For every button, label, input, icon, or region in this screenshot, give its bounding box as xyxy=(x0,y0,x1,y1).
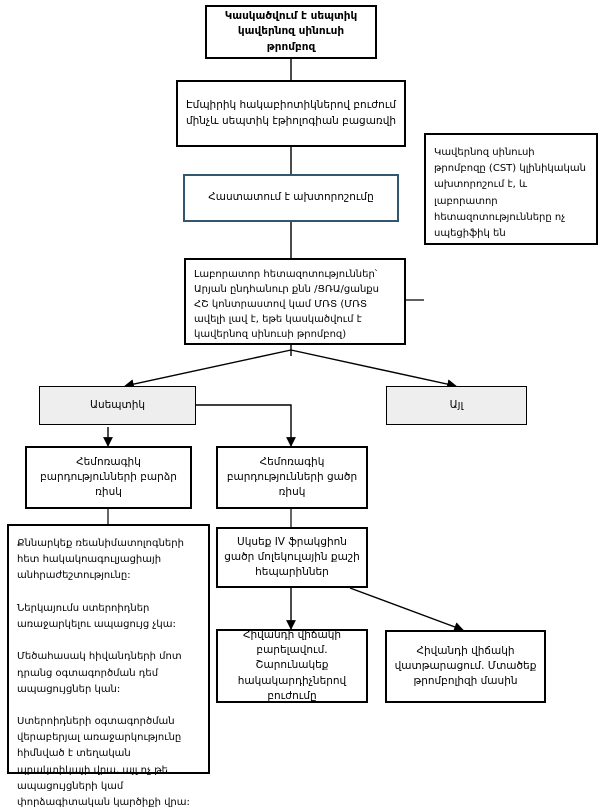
node-patient-improves: Հիվանդի վիճակի բարելավում. Շարունակեք հա… xyxy=(216,629,368,703)
node-low-hemorrhagic-risk: Հեմոռագիկ բարդությունների ցածր ռիսկ xyxy=(216,446,368,509)
node-empiric-antibiotics: Էմպիրիկ հակաբիոտիկներով բուժում մինչև սե… xyxy=(176,80,406,147)
node-suspected-cst-label: Կասկածվում է սեպտիկ կավերնոզ սինուսի թրո… xyxy=(224,10,358,53)
node-other-label: Այլ xyxy=(449,398,464,411)
node-clinical-notes-label: Քննարկեք ռեանիմատոլոգների հետ հակակոագու… xyxy=(17,538,190,808)
node-patient-worsens-label: Հիվանդի վիճակի վատթարացում. Մտածեք թրոմբ… xyxy=(394,644,537,688)
node-suspected-cst: Կասկածվում է սեպտիկ կավերնոզ սինուսի թրո… xyxy=(205,5,377,59)
node-patient-improves-label: Հիվանդի վիճակի բարելավում. Շարունակեք հա… xyxy=(237,628,347,702)
node-confirm-diagnosis-label: Հաստատում է ախտորոշումը xyxy=(208,191,374,204)
node-patient-worsens: Հիվանդի վիճակի վատթարացում. Մտածեք թրոմբ… xyxy=(385,630,546,703)
flowchart-canvas: Կասկածվում է սեպտիկ կավերնոզ սինուսի թրո… xyxy=(7,5,598,808)
node-start-lmwh: Սկսեք IV ֆրակցիոն ցածր մոլեկուլային քաշի… xyxy=(216,527,368,588)
node-aseptic: Ասեպտիկ xyxy=(39,386,196,425)
node-start-lmwh-label: Սկսեք IV ֆրակցիոն ցածր մոլեկուլային քաշի… xyxy=(224,535,360,579)
node-confirm-diagnosis: Հաստատում է ախտորոշումը xyxy=(183,174,399,222)
node-other: Այլ xyxy=(386,386,527,425)
node-clinical-notes: Քննարկեք ռեանիմատոլոգների հետ հակակոագու… xyxy=(7,524,210,808)
note-cst-clinical-diagnosis: Կավերնոզ սինուսի թրոմբոզը (CST) կլինիկակ… xyxy=(424,133,598,245)
node-aseptic-label: Ասեպտիկ xyxy=(89,398,146,411)
node-lab-investigations-label: Լաբորատոր հետազոտություններ՝ Արյան ընդհա… xyxy=(194,269,379,340)
note-cst-clinical-diagnosis-label: Կավերնոզ սինուսի թրոմբոզը (CST) կլինիկակ… xyxy=(434,147,586,239)
node-low-hemorrhagic-risk-label: Հեմոռագիկ բարդությունների ցածր ռիսկ xyxy=(226,455,358,499)
node-lab-investigations: Լաբորատոր հետազոտություններ՝ Արյան ընդհա… xyxy=(184,258,406,345)
node-high-hemorrhagic-risk: Հեմոռագիկ բարդությունների բարձր ռիսկ xyxy=(25,446,192,509)
node-high-hemorrhagic-risk-label: Հեմոռագիկ բարդությունների բարձր ռիսկ xyxy=(40,455,177,499)
node-empiric-antibiotics-label: Էմպիրիկ հակաբիոտիկներով բուժում մինչև սե… xyxy=(185,99,397,127)
